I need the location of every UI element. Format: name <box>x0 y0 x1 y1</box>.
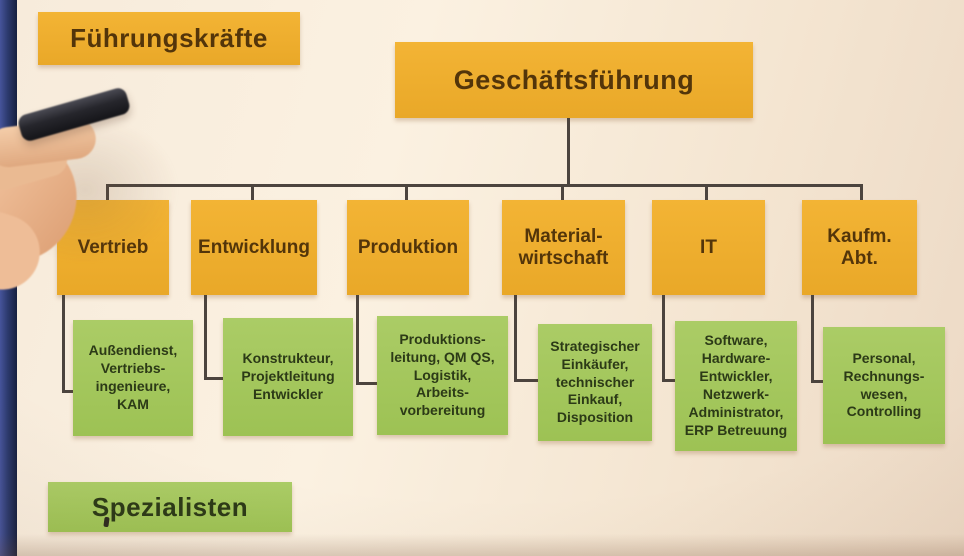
connector-tick-kaufm-abt <box>860 184 863 201</box>
connector-root-vertical <box>567 118 570 186</box>
connector-elbow-kaufm-abt <box>811 295 814 383</box>
connector-elbow-materialwirtschaft-h <box>514 379 540 382</box>
dept-box-it: IT <box>652 200 765 295</box>
hand-with-marker <box>0 85 200 300</box>
dept-box-entwicklung: Entwicklung <box>191 200 317 295</box>
leadership-group-label: Führungskräfte <box>38 12 300 65</box>
connector-elbow-vertrieb <box>62 295 65 393</box>
connector-tick-produktion <box>405 184 408 201</box>
specialist-box-entwicklung: Konstrukteur, Projektleitung Entwickler <box>223 318 353 436</box>
connector-elbow-kaufm-abt-h <box>811 380 825 383</box>
connector-elbow-produktion-h <box>356 382 379 385</box>
specialist-box-kaufm-abt: Personal, Rechnungs- wesen, Controlling <box>823 327 945 444</box>
specialist-box-it: Software, Hardware- Entwickler, Netzwerk… <box>675 321 797 451</box>
dept-box-kaufm-abt: Kaufm. Abt. <box>802 200 917 295</box>
connector-elbow-produktion <box>356 295 359 385</box>
dept-box-materialwirtschaft: Material- wirtschaft <box>502 200 625 295</box>
connector-elbow-materialwirtschaft <box>514 295 517 382</box>
connector-elbow-entwicklung-h <box>204 377 225 380</box>
specialist-box-materialwirtschaft: Strategischer Einkäufer, technischer Ein… <box>538 324 652 441</box>
connector-elbow-it-h <box>662 379 677 382</box>
connector-tick-it <box>705 184 708 201</box>
specialist-box-produktion: Produktions- leitung, QM QS, Logistik, A… <box>377 316 508 435</box>
connector-tick-materialwirtschaft <box>561 184 564 201</box>
connector-elbow-entwicklung <box>204 295 207 380</box>
connector-main-horizontal <box>106 184 863 187</box>
connector-elbow-vertrieb-h <box>62 390 75 393</box>
org-root-box: Geschäftsführung <box>395 42 753 118</box>
connector-tick-vertrieb <box>106 184 109 201</box>
specialists-group-label: Spezialisten <box>48 482 292 532</box>
connector-tick-entwicklung <box>251 184 254 201</box>
flipchart-paper: Führungskräfte Geschäftsführung Vertrieb… <box>17 0 964 556</box>
dept-box-produktion: Produktion <box>347 200 469 295</box>
specialist-box-vertrieb: Außendienst, Vertriebs- ingenieure, KAM <box>73 320 193 436</box>
connector-elbow-it <box>662 295 665 382</box>
dept-box-vertrieb: Vertrieb <box>57 200 169 295</box>
